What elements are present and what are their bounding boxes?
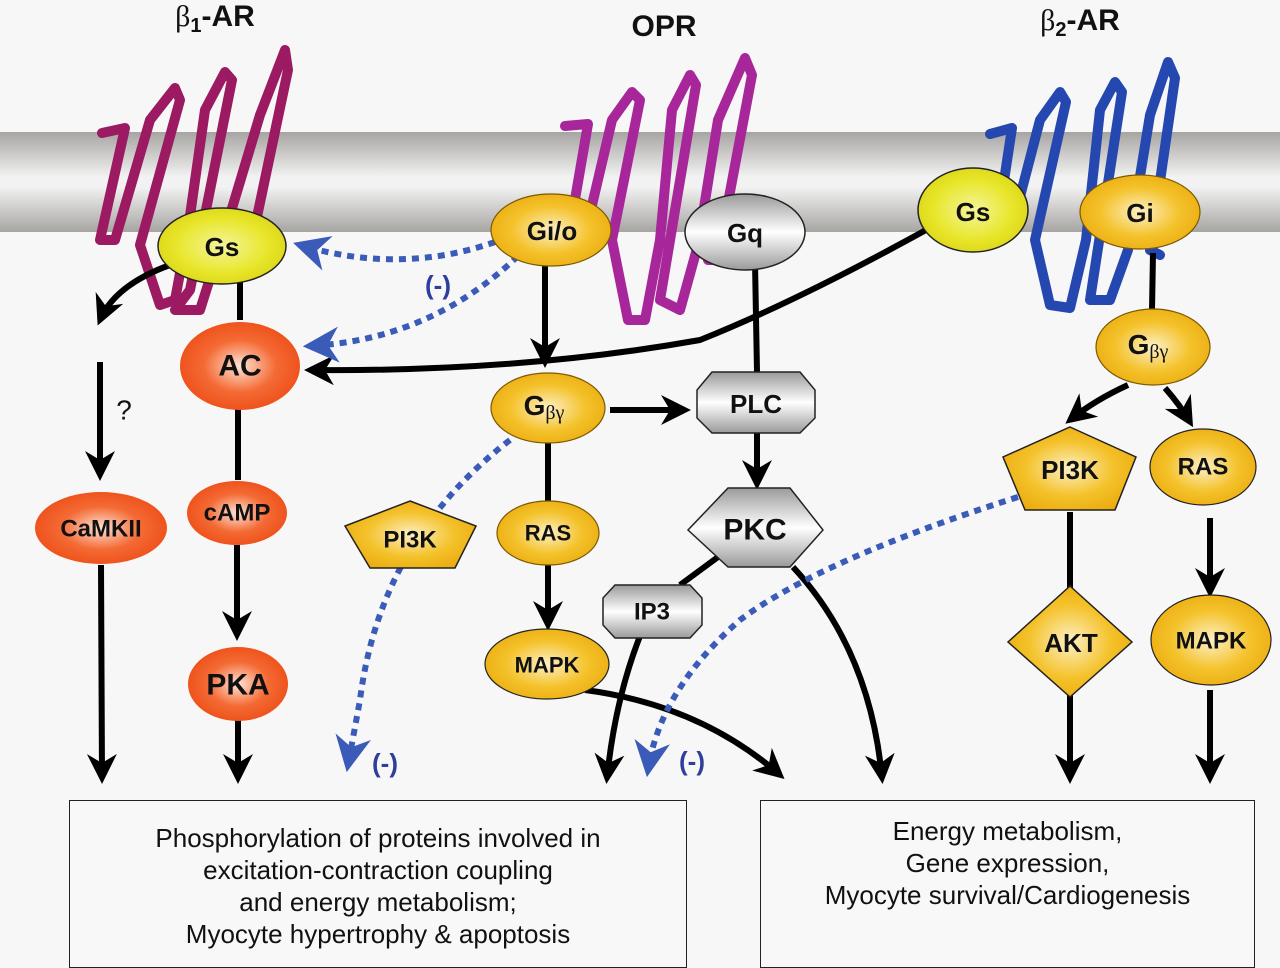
node-camkii-label: CaMKII (60, 516, 141, 543)
node-plc-label: PLC (730, 389, 782, 419)
node-pkc[interactable]: PKC (686, 487, 824, 568)
beta1-ar-receptor-icon (95, 45, 293, 315)
svg-text:Gβγ: Gβγ (1128, 329, 1169, 364)
beta1-subscript: 1 (190, 15, 201, 37)
node-gio[interactable]: Gi/o (490, 193, 612, 267)
node-mapk-beta2[interactable]: MAPK (1150, 594, 1272, 686)
beta1-ar-title: β1-AR (175, 0, 255, 37)
inhibit-b2-pi3k-to-outcome (634, 494, 1019, 778)
beta2-subscript: 2 (1055, 19, 1066, 41)
arrow-ip3-to-outcome-left (594, 634, 643, 784)
node-pkc-label: PKC (723, 514, 786, 547)
node-pka[interactable]: PKA (188, 647, 288, 721)
outcome-right-line-1: Energy metabolism, (892, 816, 1123, 846)
node-camp[interactable]: cAMP (187, 481, 287, 545)
arrow-gbg-b2-to-pi3k (1065, 382, 1130, 424)
node-gbetagamma-opr-main: G (524, 390, 546, 421)
outcome-box-contraction-metabolism: Phosphorylation of proteins involved in … (69, 800, 687, 968)
node-akt[interactable]: AKT (1006, 584, 1134, 699)
node-pi3k-opr[interactable]: PI3K (343, 500, 478, 569)
node-gbetagamma-beta2[interactable]: Gβγ (1095, 308, 1211, 386)
pathway-arrows (85, 222, 1225, 784)
beta1-prefix: β (175, 0, 190, 33)
node-ras-opr[interactable]: RAS (496, 500, 600, 566)
node-gs-beta2-label: Gs (956, 197, 991, 227)
svg-text:Gβγ: Gβγ (524, 390, 565, 425)
node-gs-beta2[interactable]: Gs (917, 167, 1029, 253)
node-camp-label: cAMP (204, 500, 271, 527)
node-gbetagamma-opr-sub: βγ (545, 402, 564, 424)
unknown-pathway-question-mark: ? (116, 395, 132, 426)
inhibit-gio-to-ac (302, 253, 521, 363)
node-ras-beta2[interactable]: RAS (1149, 428, 1257, 506)
arrow-gs-b2-to-ac (304, 222, 937, 386)
opr-title: OPR (631, 10, 696, 43)
node-pi3k-opr-label: PI3K (383, 527, 437, 554)
arrow-mapk-to-outcome-right (584, 687, 785, 779)
line-gq-to-plc (752, 261, 760, 373)
inhibition-label-pi3k-opr: (-) (372, 748, 398, 778)
node-gi-beta2-label: Gi (1126, 198, 1153, 228)
node-mapk-beta2-label: MAPK (1176, 628, 1247, 655)
node-pi3k-beta2-label: PI3K (1041, 455, 1099, 485)
node-gbetagamma-beta2-main: G (1128, 329, 1150, 360)
arrow-gs-to-camkii-upper (95, 262, 172, 326)
arrow-pkc-to-outcome-right (790, 564, 895, 784)
outcome-left-line-2: excitation-contraction coupling (203, 855, 553, 885)
inhibition-label-pi3k-beta2: (-) (679, 746, 705, 776)
node-ac[interactable]: AC (180, 322, 300, 410)
node-camkii[interactable]: CaMKII (35, 492, 167, 564)
outcome-left-line-4: Myocyte hypertrophy & apoptosis (185, 919, 571, 949)
outcome-right-line-2: Gene expression, (905, 848, 1110, 878)
line-gi-to-gbg-b2 (1149, 252, 1156, 311)
beta2-ar-receptor-icon (985, 57, 1180, 313)
node-ip3[interactable]: IP3 (602, 584, 703, 639)
line-pkc-to-ip3 (678, 554, 720, 588)
arrow-camkii-to-outcome (86, 564, 117, 784)
node-mapk-opr-label: MAPK (515, 653, 580, 678)
inhibition-label-gs: (-) (425, 270, 451, 300)
node-ip3-label: IP3 (634, 599, 670, 626)
beta1-suffix: -AR (202, 0, 256, 33)
node-plc[interactable]: PLC (696, 371, 816, 434)
node-gq-label: Gq (727, 218, 763, 248)
outcome-box-survival-gene-expression: Energy metabolism, Gene expression, Myoc… (760, 800, 1255, 968)
inhibitory-arrows (293, 236, 1019, 778)
node-pka-label: PKA (206, 669, 269, 702)
node-gq[interactable]: Gq (684, 193, 806, 271)
node-mapk-opr[interactable]: MAPK (484, 628, 610, 700)
node-ras-opr-label: RAS (525, 521, 571, 546)
outcome-left-line-1: Phosphorylation of proteins involved in (155, 823, 601, 853)
beta2-prefix: β (1040, 4, 1055, 37)
node-gs-beta1[interactable]: Gs (157, 207, 287, 285)
node-gbetagamma-opr[interactable]: Gβγ (490, 372, 606, 444)
node-ras-beta2-label: RAS (1178, 454, 1229, 481)
opr-receptor-icon (560, 53, 757, 325)
node-gi-beta2[interactable]: Gi (1079, 174, 1201, 250)
beta2-suffix: -AR (1067, 4, 1121, 37)
outcome-right-line-3: Myocyte survival/Cardiogenesis (824, 880, 1191, 910)
node-gio-label: Gi/o (527, 216, 578, 246)
node-gs-beta1-label: Gs (205, 232, 240, 262)
node-ac-label: AC (218, 350, 261, 383)
outcome-left-line-3: and energy metabolism; (239, 887, 517, 917)
beta2-ar-title: β2-AR (1040, 4, 1120, 41)
inhibit-gio-to-gs (293, 236, 496, 271)
node-pi3k-beta2[interactable]: PI3K (1002, 426, 1137, 511)
inhibit-gbg-to-pi3k-outcome (335, 437, 512, 773)
node-akt-label: AKT (1044, 628, 1098, 658)
arrow-gbg-b2-to-ras (1162, 386, 1194, 428)
node-gbetagamma-beta2-sub: βγ (1149, 341, 1168, 363)
